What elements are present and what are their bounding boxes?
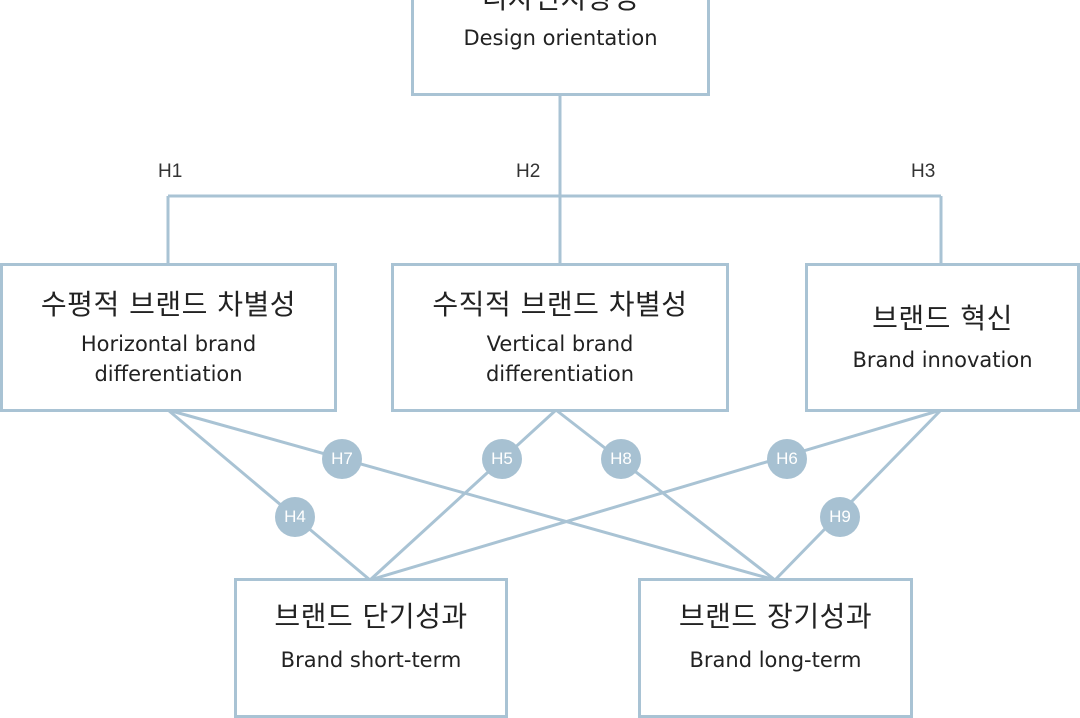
node-short-term-en: Brand short-term xyxy=(280,648,462,672)
path-h8 xyxy=(555,408,776,582)
node-vertical-differentiation: 수직적 브랜드 차별성 Vertical brand differentiati… xyxy=(391,263,729,412)
badge-h4: H4 xyxy=(275,497,315,537)
connector-lines xyxy=(166,93,943,582)
node-innovation-ko: 브랜드 혁신 xyxy=(872,301,1013,335)
node-horizontal-differentiation: 수평적 브랜드 차별성 Horizontal brand differentia… xyxy=(0,263,337,412)
path-h6 xyxy=(369,408,942,582)
node-brand-long-term: 브랜드 장기성과 Brand long-term xyxy=(638,578,913,718)
path-h7 xyxy=(167,408,776,582)
node-long-term-ko: 브랜드 장기성과 xyxy=(678,600,873,633)
node-long-term-en: Brand long-term xyxy=(689,648,862,672)
node-vertical-en-1: Vertical brand xyxy=(486,331,634,356)
badge-h8: H8 xyxy=(601,439,641,479)
node-design-orientation-en: Design orientation xyxy=(463,26,658,50)
path-h5 xyxy=(368,408,558,582)
node-horizontal-en-1: Horizontal brand xyxy=(80,331,257,356)
node-design-orientation-ko: 디자인지향성 xyxy=(482,0,640,17)
node-innovation-en: Brand innovation xyxy=(852,347,1033,372)
badge-h9: H9 xyxy=(820,497,860,537)
node-brand-short-term: 브랜드 단기성과 Brand short-term xyxy=(234,578,508,718)
label-h3: H3 xyxy=(911,161,936,182)
node-vertical-ko: 수직적 브랜드 차별성 xyxy=(432,287,688,321)
badge-h5: H5 xyxy=(482,439,522,479)
node-short-term-ko: 브랜드 단기성과 xyxy=(274,600,468,633)
label-h1: H1 xyxy=(158,161,183,182)
node-design-orientation: 디자인지향성 Design orientation xyxy=(411,0,710,96)
node-brand-innovation: 브랜드 혁신 Brand innovation xyxy=(805,263,1080,412)
label-h2: H2 xyxy=(516,161,541,182)
badge-h6: H6 xyxy=(767,439,807,479)
path-h4 xyxy=(167,408,371,582)
node-vertical-en-2: differentiation xyxy=(485,361,635,386)
node-horizontal-en-2: differentiation xyxy=(94,361,243,386)
badge-h7: H7 xyxy=(322,439,362,479)
path-h9 xyxy=(773,408,943,582)
node-horizontal-ko: 수평적 브랜드 차별성 xyxy=(40,287,297,321)
